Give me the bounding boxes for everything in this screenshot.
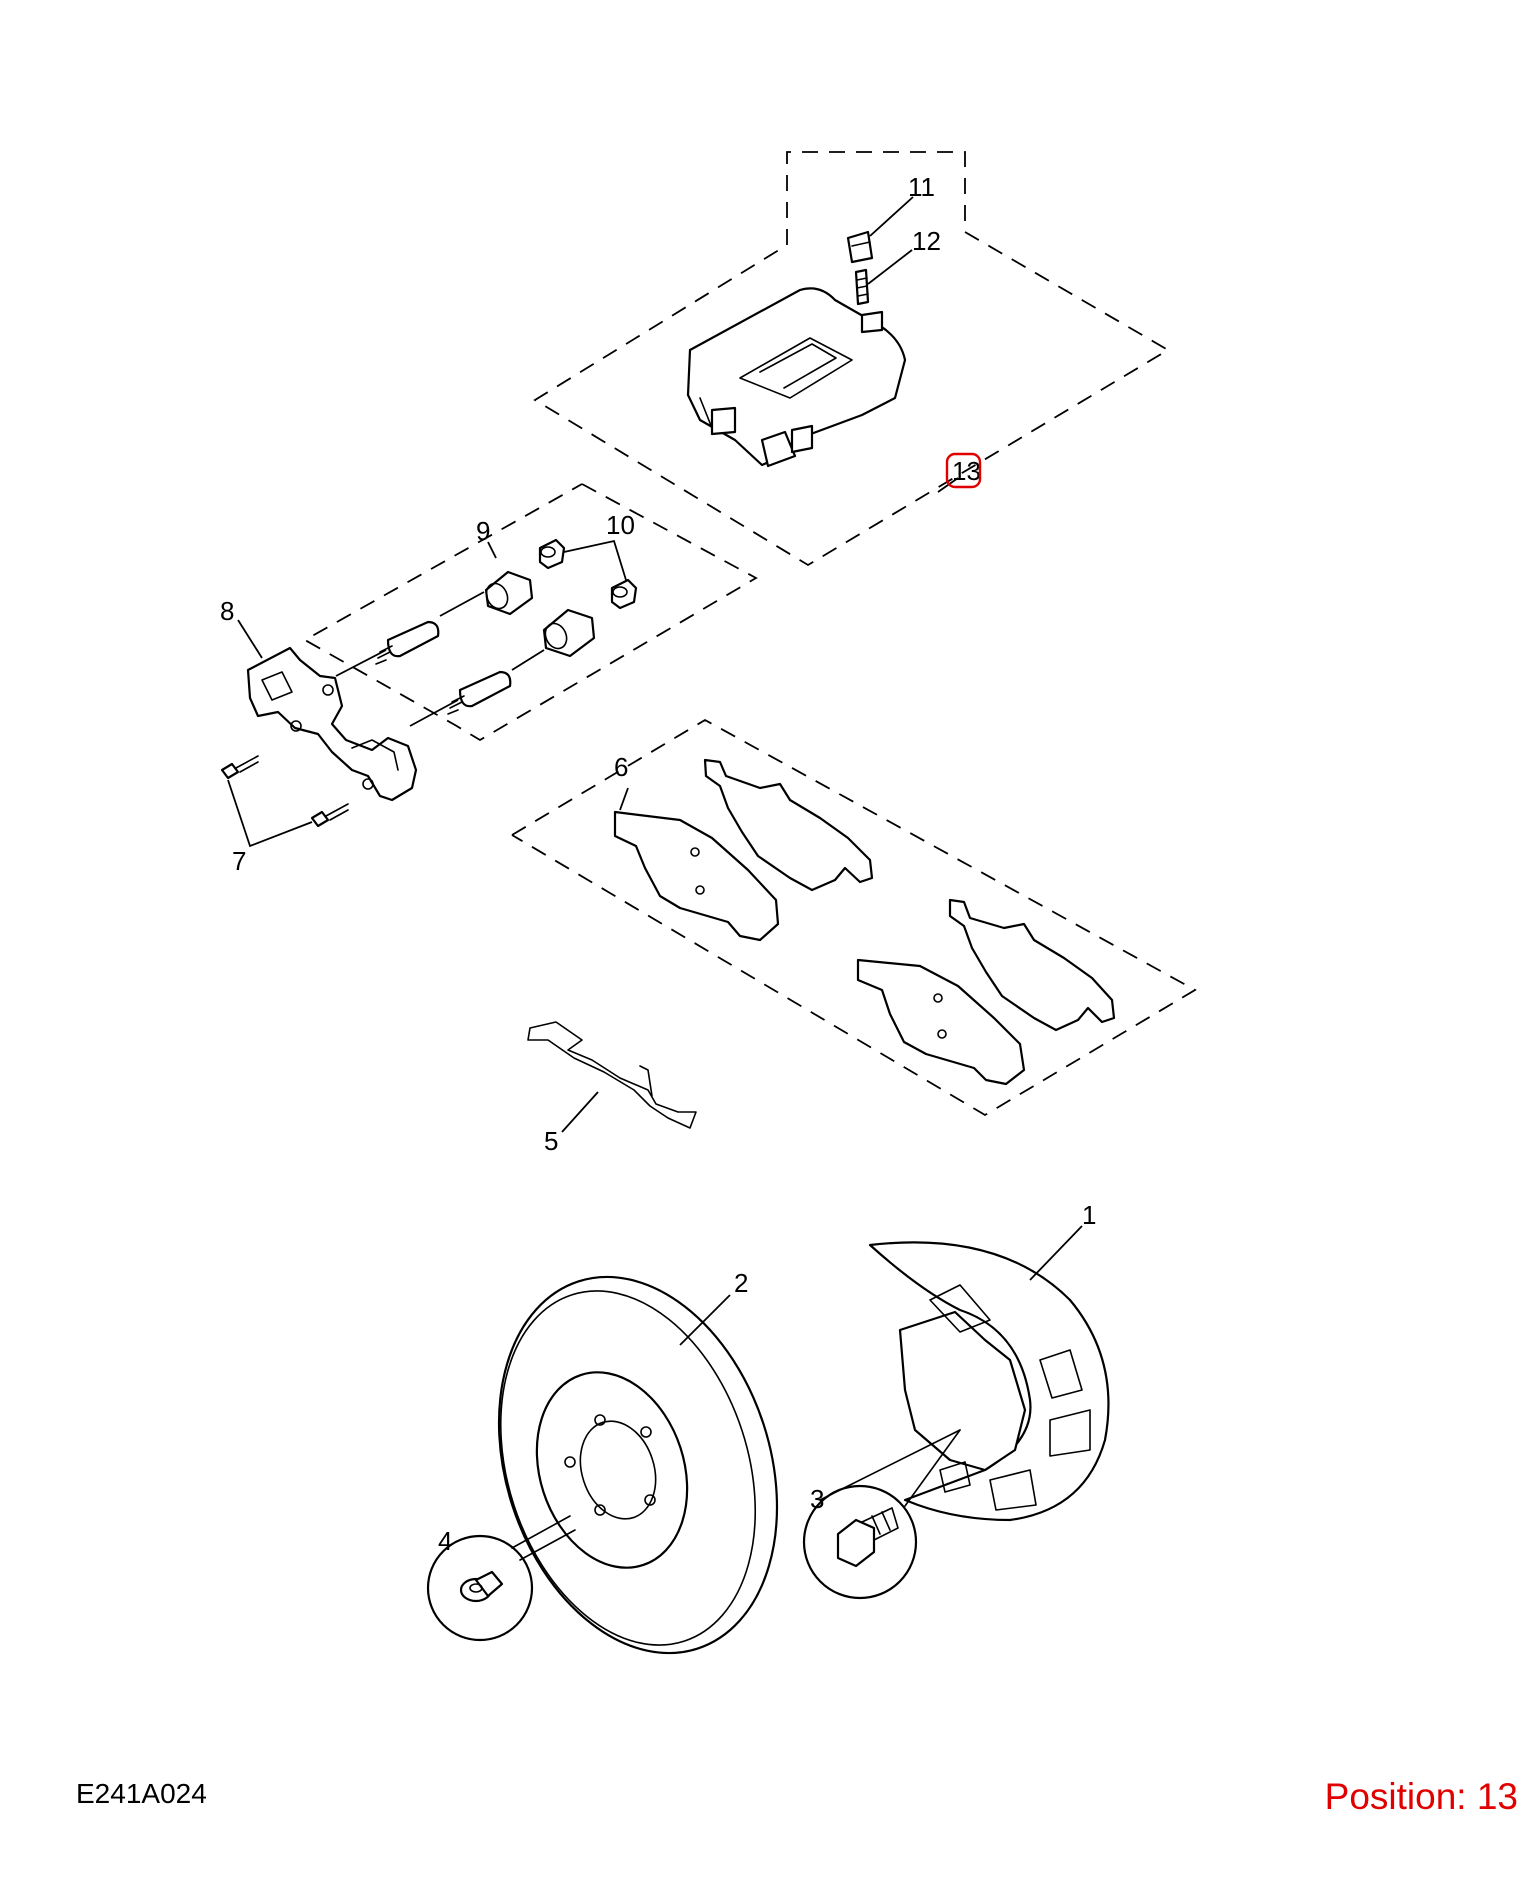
callout-2[interactable]: 2 — [734, 1268, 748, 1298]
caliper-group-outline — [533, 151, 1170, 567]
shield-bolt[interactable] — [836, 1507, 899, 1568]
brake-pad-inner-rear[interactable] — [856, 958, 1026, 1086]
disc-retaining-screw[interactable] — [459, 1570, 504, 1603]
callout-8[interactable]: 8 — [220, 596, 234, 626]
selected-position-label: Position: 13 — [1324, 1776, 1518, 1817]
callout-10[interactable]: 10 — [606, 510, 635, 540]
callout-11[interactable]: 11 — [908, 172, 935, 202]
dust-cap-upper[interactable] — [538, 538, 566, 570]
bleed-screw[interactable] — [854, 268, 870, 306]
carrier-bolt-lower[interactable] — [310, 803, 349, 828]
carrier-group-outline — [303, 483, 758, 742]
anti-rattle-spring[interactable] — [527, 1021, 697, 1129]
brake-pad-inner-front[interactable] — [613, 810, 780, 942]
guide-pin-bushing-lower[interactable] — [541, 608, 596, 658]
callout-7[interactable]: 7 — [232, 846, 246, 876]
callout-12[interactable]: 12 — [912, 226, 941, 256]
callout-6[interactable]: 6 — [614, 752, 628, 782]
callout-4[interactable]: 4 — [438, 1526, 452, 1556]
brake-pad-outer-rear[interactable] — [948, 898, 1116, 1032]
shield-bolt-detail — [802, 1429, 961, 1600]
callout-13-highlight — [945, 452, 982, 489]
brake-pad-group-outline — [511, 718, 1197, 1117]
bleed-cap[interactable] — [846, 230, 874, 264]
brake-disc[interactable] — [453, 1241, 823, 1690]
guide-pin-bushing-upper[interactable] — [482, 570, 534, 616]
guide-pin-lower[interactable] — [447, 670, 512, 715]
brake-caliper[interactable] — [686, 287, 907, 468]
caliper-carrier-bracket[interactable] — [246, 646, 418, 802]
diagram-code: E241A024 — [76, 1778, 207, 1809]
callout-5[interactable]: 5 — [544, 1126, 558, 1156]
callout-9[interactable]: 9 — [476, 516, 490, 546]
carrier-bolt-upper[interactable] — [220, 755, 259, 780]
callout-13[interactable]: 13 — [952, 456, 981, 486]
dust-cap-lower[interactable] — [610, 578, 638, 610]
splash-shield[interactable] — [868, 1241, 1110, 1522]
callout-1[interactable]: 1 — [1082, 1200, 1096, 1230]
guide-pin-upper[interactable] — [375, 620, 440, 665]
brake-pad-outer-front[interactable] — [703, 758, 874, 892]
callout-3[interactable]: 3 — [810, 1484, 824, 1514]
